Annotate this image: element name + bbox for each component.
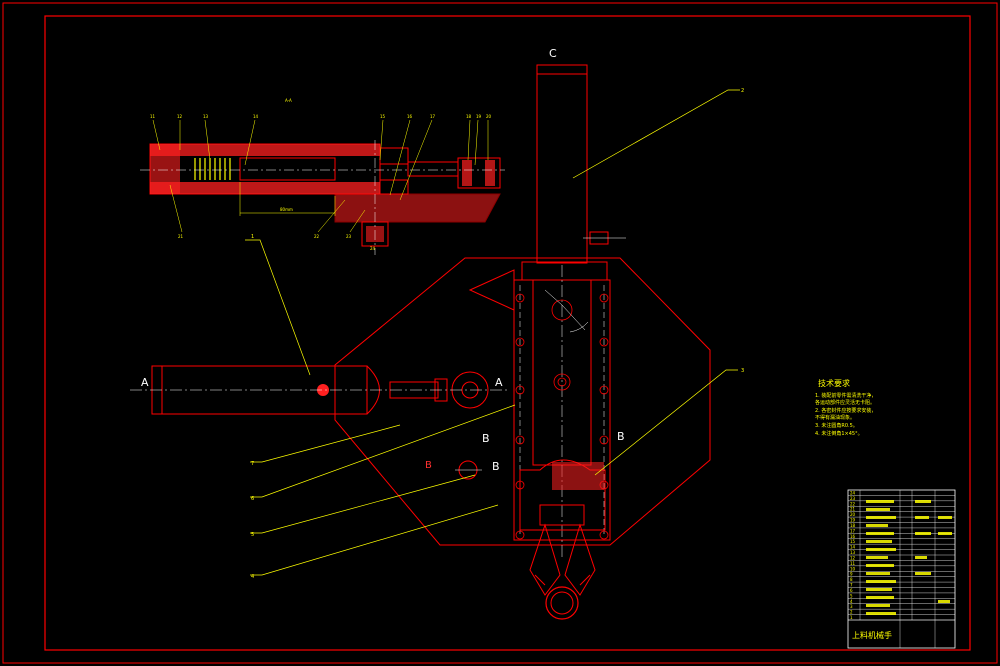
part-number-4: 4 bbox=[251, 574, 254, 580]
title-block-row-number: 9 bbox=[850, 572, 853, 577]
callout-20: 20 bbox=[486, 114, 492, 119]
callout-18: 18 bbox=[466, 114, 472, 119]
callout-16: 16 bbox=[407, 114, 413, 119]
section-mark-b-1: B bbox=[482, 432, 490, 445]
title-block-row-number: 20 bbox=[850, 512, 856, 517]
title-block: 242322212019181716151413121110987654321 … bbox=[847, 489, 956, 649]
notes-title: 技术要求 bbox=[818, 378, 850, 388]
title-block-row-number: 18 bbox=[850, 523, 856, 528]
main-view: C bbox=[130, 47, 744, 620]
section-mark-a-left: A bbox=[141, 376, 149, 389]
note-line-1: 1. 装配前零件需清洗干净， bbox=[815, 392, 876, 399]
section-view-title: A-A bbox=[285, 98, 292, 103]
part-number-7: 7 bbox=[251, 461, 254, 467]
callout-24: 24 bbox=[370, 246, 376, 251]
title-block-row-number: 10 bbox=[850, 566, 856, 571]
title-block-row-number: 4 bbox=[850, 599, 853, 604]
top-label-c: C bbox=[549, 47, 557, 60]
title-block-row-number: 5 bbox=[850, 593, 853, 598]
note-line-4: 不得有漏油现象。 bbox=[815, 414, 855, 421]
title-block-row-number: 17 bbox=[850, 528, 856, 533]
title-block-row-number: 22 bbox=[850, 501, 856, 506]
title-block-row-number: 8 bbox=[850, 577, 853, 582]
title-block-row-number: 24 bbox=[850, 490, 856, 495]
title-block-row-number: 2 bbox=[850, 610, 853, 615]
callout-13: 13 bbox=[203, 114, 209, 119]
section-view: A-A 80mm bbox=[140, 98, 505, 255]
section-mark-b-2: B bbox=[617, 430, 625, 443]
section-mark-b-4: B bbox=[492, 460, 500, 473]
title-block-row-number: 1 bbox=[850, 615, 853, 620]
title-block-row-number: 3 bbox=[850, 604, 853, 609]
title-block-row-number: 11 bbox=[850, 561, 856, 566]
part-number-6: 6 bbox=[251, 496, 254, 502]
title-block-row-number: 19 bbox=[850, 518, 856, 523]
title-block-row-number: 7 bbox=[850, 583, 853, 588]
callout-11: 11 bbox=[150, 114, 156, 119]
technical-notes: 技术要求 1. 装配前零件需清洗干净， 各运动部件应灵活无卡阻。 2. 各密封件… bbox=[815, 378, 876, 437]
title-block-row-number: 14 bbox=[850, 545, 856, 550]
section-mark-b-3: B bbox=[425, 460, 432, 471]
part-number-3: 3 bbox=[741, 368, 744, 374]
title-block-row-number: 13 bbox=[850, 550, 856, 555]
section-mark-a-right: A bbox=[495, 376, 503, 389]
section-callouts: 11 12 13 14 15 16 17 18 19 20 21 22 23 2… bbox=[150, 114, 492, 251]
part-number-2: 2 bbox=[741, 88, 744, 94]
callout-22: 22 bbox=[314, 234, 320, 239]
note-line-2: 各运动部件应灵活无卡阻。 bbox=[815, 399, 875, 406]
vertical-column bbox=[536, 64, 588, 264]
note-line-3: 2. 各密封件应按要求安装， bbox=[815, 407, 876, 414]
callout-21: 21 bbox=[178, 234, 184, 239]
section-dimension: 80mm bbox=[280, 207, 293, 212]
title-block-row-number: 21 bbox=[850, 507, 856, 512]
part-number-5: 5 bbox=[251, 532, 254, 538]
part-number-1: 1 bbox=[251, 234, 254, 240]
title-block-row-number: 15 bbox=[850, 539, 856, 544]
drawing-name: 上料机械手 bbox=[852, 630, 892, 640]
title-block-row-number: 16 bbox=[850, 534, 856, 539]
title-block-row-number: 23 bbox=[850, 496, 856, 501]
title-block-row-number: 6 bbox=[850, 588, 853, 593]
drawing-border bbox=[44, 15, 971, 651]
base-plate bbox=[334, 257, 711, 546]
callout-14: 14 bbox=[253, 114, 259, 119]
callout-23: 23 bbox=[346, 234, 352, 239]
note-line-5: 3. 未注圆角R0.5。 bbox=[815, 422, 858, 429]
note-line-6: 4. 未注倒角1×45°。 bbox=[815, 430, 863, 437]
callout-15: 15 bbox=[380, 114, 386, 119]
title-block-row-number: 12 bbox=[850, 555, 856, 560]
callout-17: 17 bbox=[430, 114, 436, 119]
callout-12: 12 bbox=[177, 114, 183, 119]
callout-19: 19 bbox=[476, 114, 482, 119]
